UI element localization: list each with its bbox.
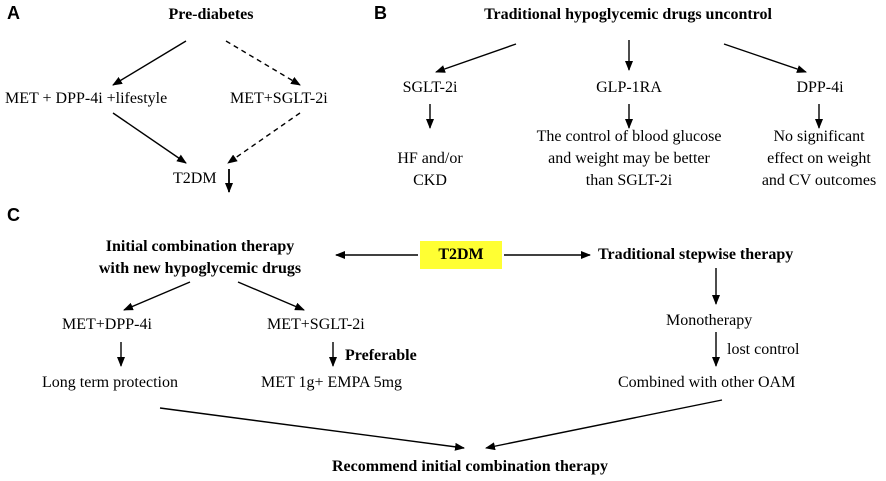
arrow-prediabetes-to-met-sglt2i [225,40,301,86]
panel-label-a: A [7,3,20,23]
arrow-uncontrol-to-sglt2i [435,43,517,73]
recommend-title: Recommend initial combination therapy [332,458,608,475]
preferable-note: Preferable [345,347,417,364]
combined-oam-node: Combined with other OAM [618,374,796,391]
arrow-initial-to-met-sglt2i [237,281,305,311]
hf-ckd-line-1: HF and/or [397,150,463,167]
prediabetes-title: Pre-diabetes [168,6,254,23]
t2dm-center-node: T2DM [438,246,484,263]
met-sglt2i-option: MET+SGLT-2i [267,316,365,333]
arrow-uncontrol-to-dpp4i [723,43,807,73]
lost-control-label: lost control [727,341,800,358]
arrow-met-dpp4i-to-t2dm [112,112,187,164]
glp1ra-node: GLP-1RA [596,79,662,96]
arrow-right-to-recommend [485,399,723,451]
met-empa-dose: MET 1g+ EMPA 5mg [261,374,403,391]
glp1ra-result-line-3: than SGLT-2i [585,172,673,189]
met-dpp4i-option: MET+DPP-4i [62,316,152,333]
stepwise-therapy-title: Traditional stepwise therapy [598,246,794,263]
uncontrol-title: Traditional hypoglycemic drugs uncontrol [484,6,772,23]
arrow-initial-to-met-dpp4i [123,281,191,311]
dpp4i-node: DPP-4i [796,79,844,96]
panel-label-c: C [7,205,20,225]
t2dm-outcome-node: T2DM [173,170,217,187]
met-sglt2i-node: MET+SGLT-2i [230,90,328,107]
dpp4i-result-line-3: and CV outcomes [761,172,877,189]
hf-ckd-line-2: CKD [413,172,447,189]
glp1ra-result-line-1: The control of blood glucose [536,128,722,145]
dpp4i-result-line-1: No significant [773,128,865,145]
met-dpp4i-lifestyle-node: MET + DPP-4i +lifestyle [5,90,168,107]
panel-label-b: B [374,3,387,23]
sglt2i-node: SGLT-2i [402,79,458,96]
t2dm-highlight-box [420,241,502,269]
glp1ra-result-line-2: and weight may be better [548,150,710,167]
initial-therapy-title-line-1: Initial combination therapy [105,238,295,255]
arrow-prediabetes-to-met-dpp4i [112,40,187,86]
arrow-left-to-recommend [159,407,465,451]
monotherapy-node: Monotherapy [666,312,753,329]
initial-therapy-title-line-2: with new hypoglycemic drugs [98,260,302,277]
arrow-met-sglt2i-to-t2dm [227,112,301,164]
long-term-protection: Long term protection [42,374,178,391]
dpp4i-result-line-2: effect on weight [767,150,871,167]
